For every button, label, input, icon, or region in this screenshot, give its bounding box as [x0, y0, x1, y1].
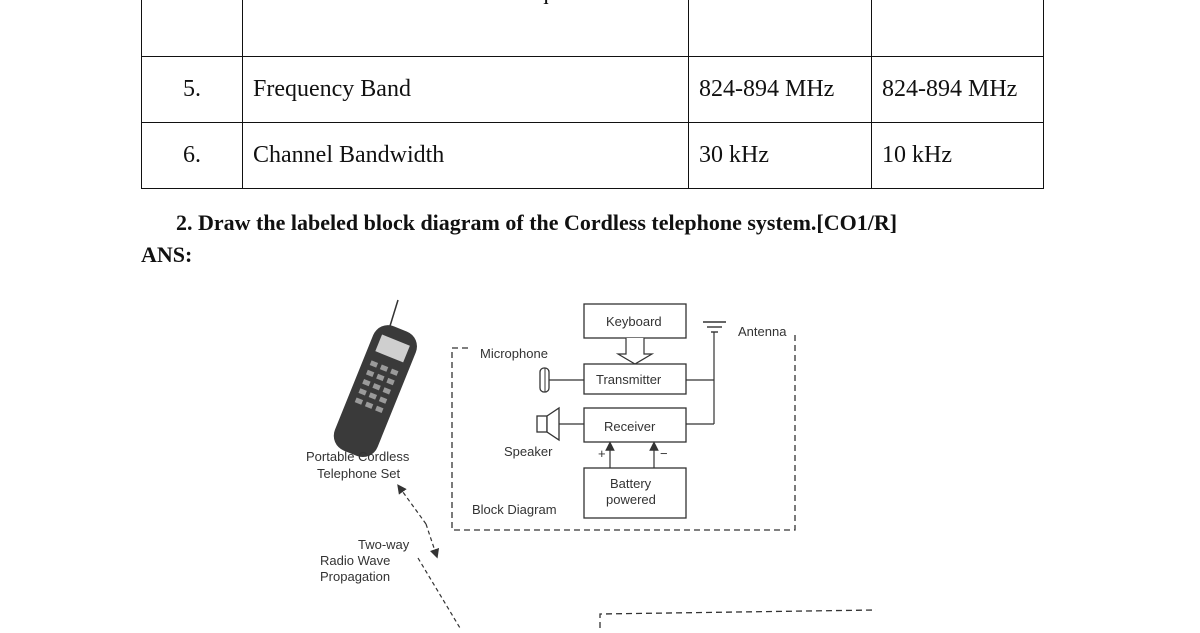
- row-value-2: FM: [871, 0, 1044, 57]
- answer-label: ANS:: [141, 242, 193, 267]
- battery-label-line1: Battery: [610, 476, 652, 491]
- battery-block: [583, 467, 687, 519]
- propagation-line-lower: [417, 557, 461, 629]
- row-value-1: FM: [688, 0, 872, 57]
- table-row: 4. Data Rate Modulation Technique FM FM: [141, 0, 1044, 57]
- twoway-label-line3: Propagation: [320, 569, 390, 584]
- block-diagram-svg: Portable Cordless Telephone Set Micropho…: [306, 299, 877, 629]
- row-parameter: Frequency Band: [242, 56, 689, 123]
- minus-sign: −: [660, 446, 668, 461]
- propagation-arrow-down: [425, 523, 440, 559]
- base-unit-boundary: [599, 609, 877, 628]
- battery-label-line2: powered: [606, 492, 656, 507]
- twoway-label-line1: Two-way: [358, 537, 410, 552]
- receiver-block: [583, 407, 687, 443]
- row-parameter: Data Rate Modulation Technique: [242, 0, 689, 57]
- block-diagram-label: Block Diagram: [472, 502, 557, 517]
- speaker-icon: [536, 406, 584, 442]
- row-value-1: 30 kHz: [688, 122, 872, 189]
- plus-sign: +: [598, 446, 606, 461]
- speaker-label: Speaker: [504, 444, 553, 459]
- table-row: 5. Frequency Band 824-894 MHz 824-894 MH…: [141, 56, 1044, 123]
- receiver-label: Receiver: [604, 419, 656, 434]
- keyboard-arrow: [615, 338, 655, 365]
- transmitter-block: [583, 363, 687, 395]
- transmitter-label: Transmitter: [596, 372, 662, 387]
- portable-label-line1: Portable Cordless: [306, 449, 410, 464]
- antenna-icon: [703, 321, 726, 424]
- microphone-label: Microphone: [480, 346, 548, 361]
- spec-table: 4. Data Rate Modulation Technique FM FM …: [141, 0, 1044, 189]
- table-row: 6. Channel Bandwidth 30 kHz 10 kHz: [141, 122, 1044, 189]
- twoway-label-line2: Radio Wave: [320, 553, 390, 568]
- antenna-label: Antenna: [738, 324, 787, 339]
- microphone-icon: [539, 367, 584, 393]
- propagation-arrow-up: [397, 484, 427, 525]
- row-number: 5.: [141, 56, 243, 123]
- cordless-telephone-figure: Portable Cordless Telephone Set Micropho…: [250, 292, 910, 629]
- row-value-2: 824-894 MHz: [871, 56, 1044, 123]
- row-number: 4.: [141, 0, 243, 57]
- handset-icon: [333, 299, 417, 457]
- row-parameter: Channel Bandwidth: [242, 122, 689, 189]
- keyboard-label: Keyboard: [606, 314, 662, 329]
- block-boundary: [451, 334, 796, 531]
- row-number: 6.: [141, 122, 243, 189]
- row-value-1: 824-894 MHz: [688, 56, 872, 123]
- question-heading: 2. Draw the labeled block diagram of the…: [176, 210, 898, 235]
- row-value-2: 10 kHz: [871, 122, 1044, 189]
- portable-label-line2: Telephone Set: [317, 466, 401, 481]
